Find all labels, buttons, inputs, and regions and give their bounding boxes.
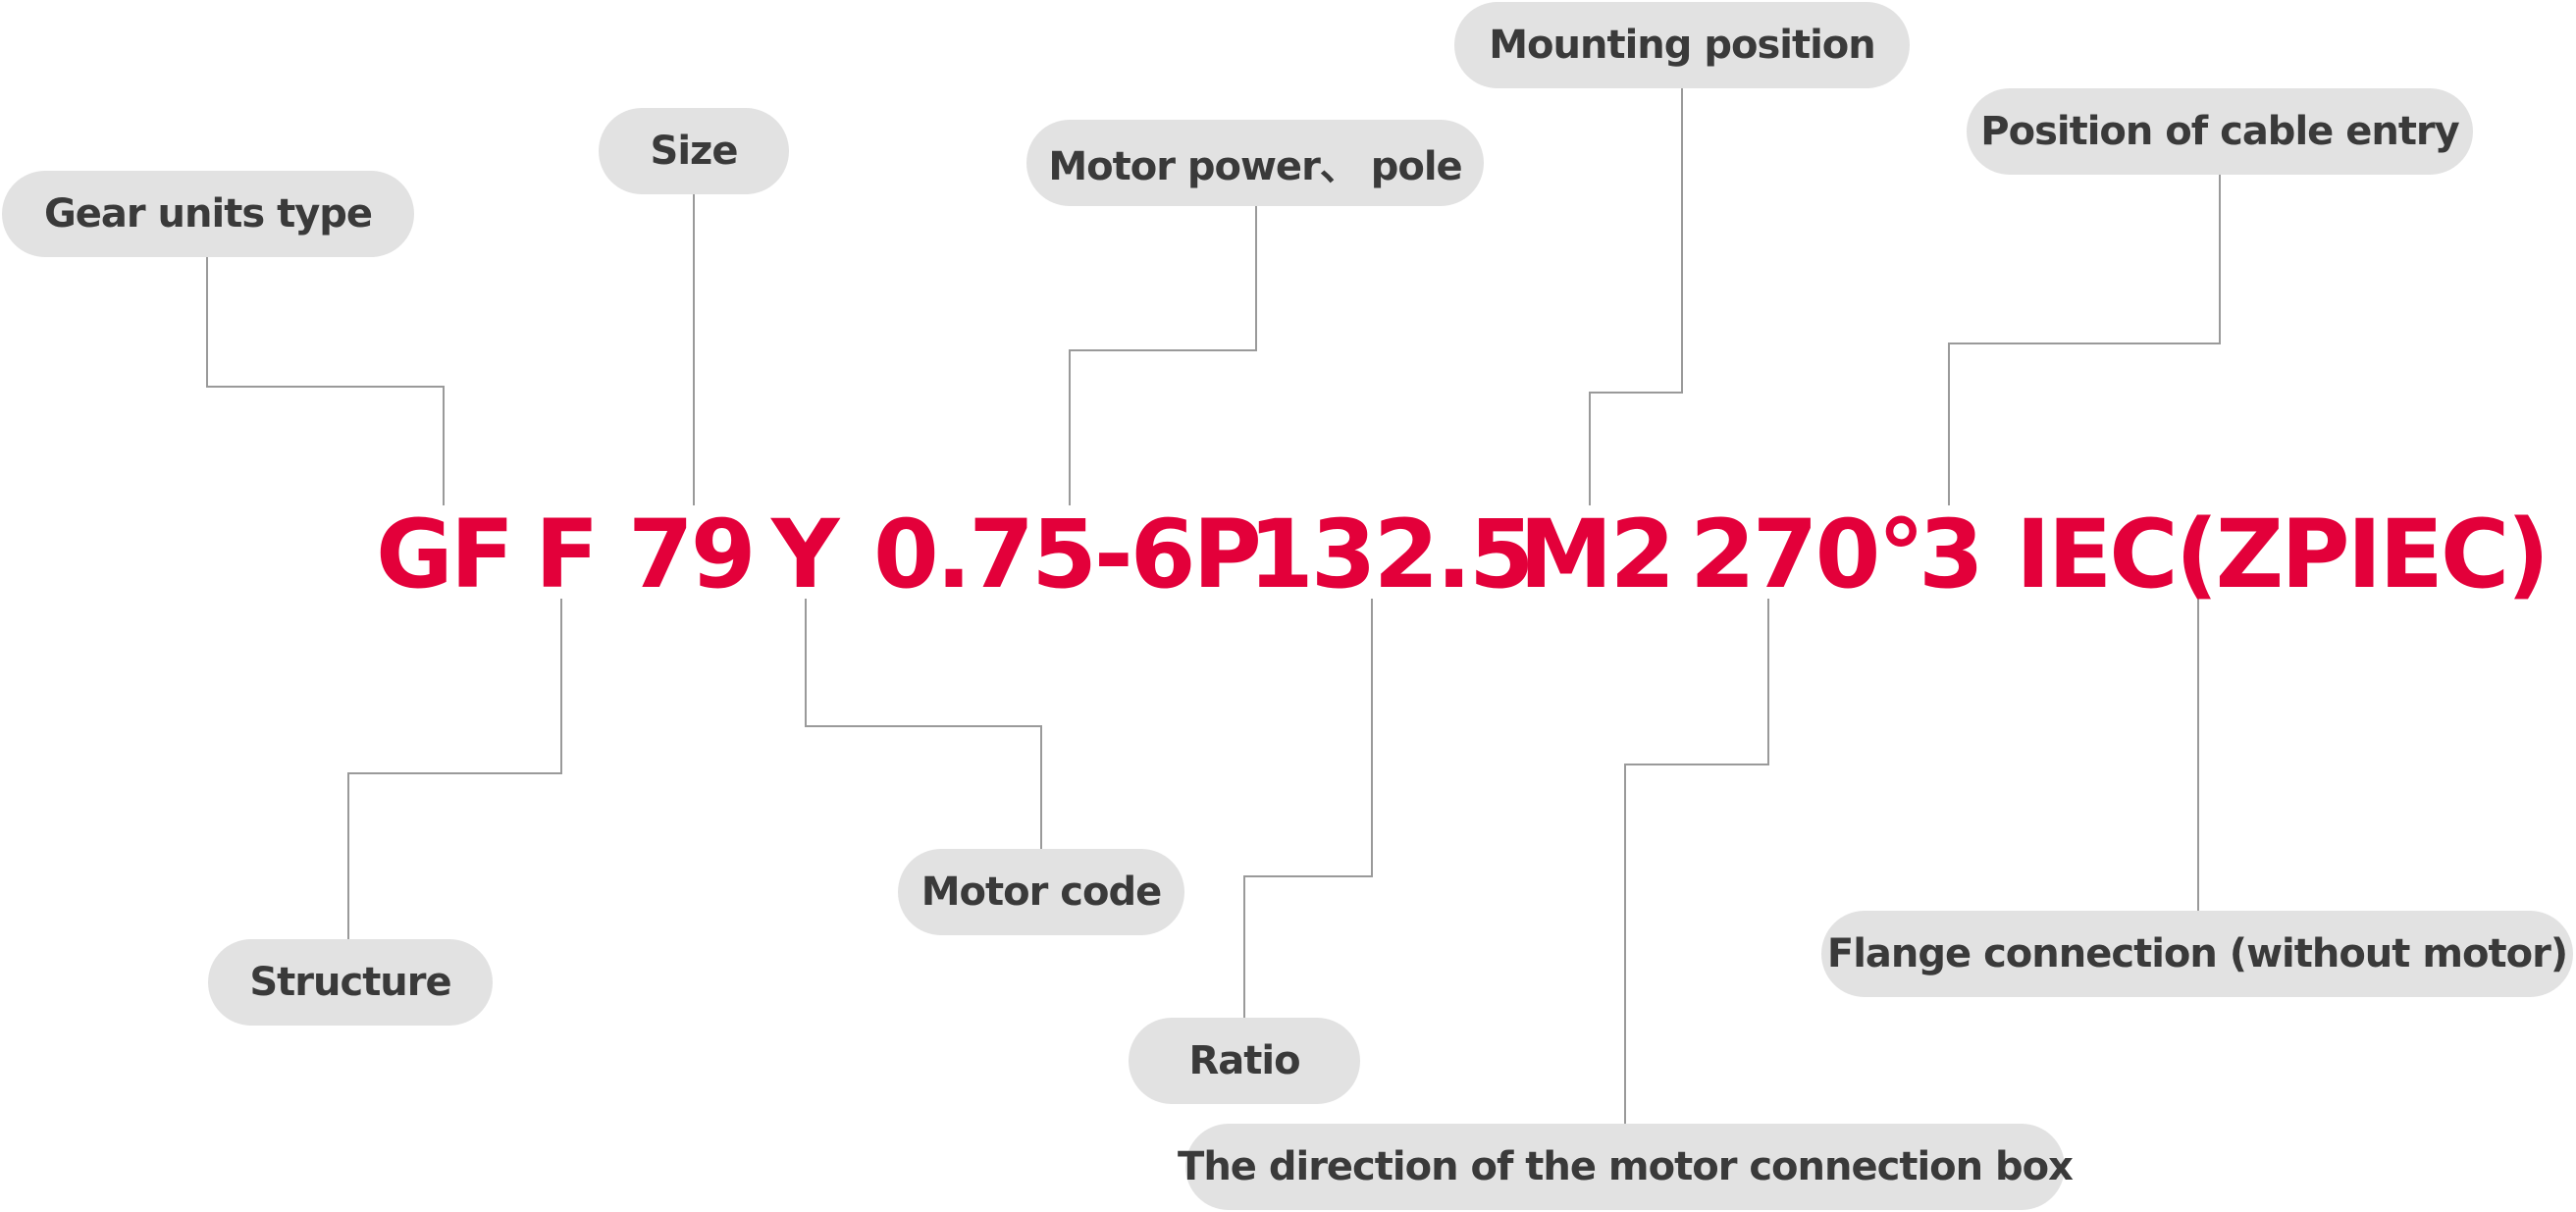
code-motor-code: Y bbox=[771, 500, 839, 609]
connector-cable-entry bbox=[1948, 175, 2221, 505]
connector-mounting-position bbox=[1589, 86, 1683, 505]
label-box-direction: The direction of the motor connection bo… bbox=[1178, 1124, 2074, 1210]
connector-gear-units-type bbox=[206, 257, 445, 505]
label-mounting-position: Mounting position bbox=[1454, 2, 1910, 88]
connector-motor-power-pole bbox=[1069, 206, 1257, 505]
code-motor-power-pole: 0.75-6P bbox=[873, 500, 1262, 609]
connector-box-direction bbox=[1624, 599, 1769, 1124]
label-gear-units-type: Gear units type bbox=[2, 171, 414, 257]
label-ratio: Ratio bbox=[1129, 1018, 1360, 1104]
label-motor-power-pole: Motor power、 pole bbox=[1026, 120, 1484, 206]
connector-structure bbox=[347, 599, 562, 939]
code-structure: F bbox=[535, 500, 600, 609]
connector-motor-code bbox=[805, 599, 1042, 849]
code-size: 79 bbox=[628, 500, 757, 609]
code-cable-entry: 3 bbox=[1919, 500, 1984, 609]
code-mounting: M2 bbox=[1519, 500, 1675, 609]
label-motor-code: Motor code bbox=[898, 849, 1184, 935]
label-structure: Structure bbox=[208, 939, 493, 1026]
code-gear-type: GF bbox=[376, 500, 514, 609]
code-box-direction: 270° bbox=[1690, 500, 1924, 609]
label-cable-entry: Position of cable entry bbox=[1967, 88, 2473, 175]
connector-ratio bbox=[1243, 599, 1373, 1018]
code-flange: IEC(ZPIEC) bbox=[2016, 500, 2550, 609]
code-ratio: 132.5 bbox=[1248, 500, 1535, 609]
label-size: Size bbox=[599, 108, 789, 194]
label-flange: Flange connection (without motor) bbox=[1821, 911, 2573, 997]
